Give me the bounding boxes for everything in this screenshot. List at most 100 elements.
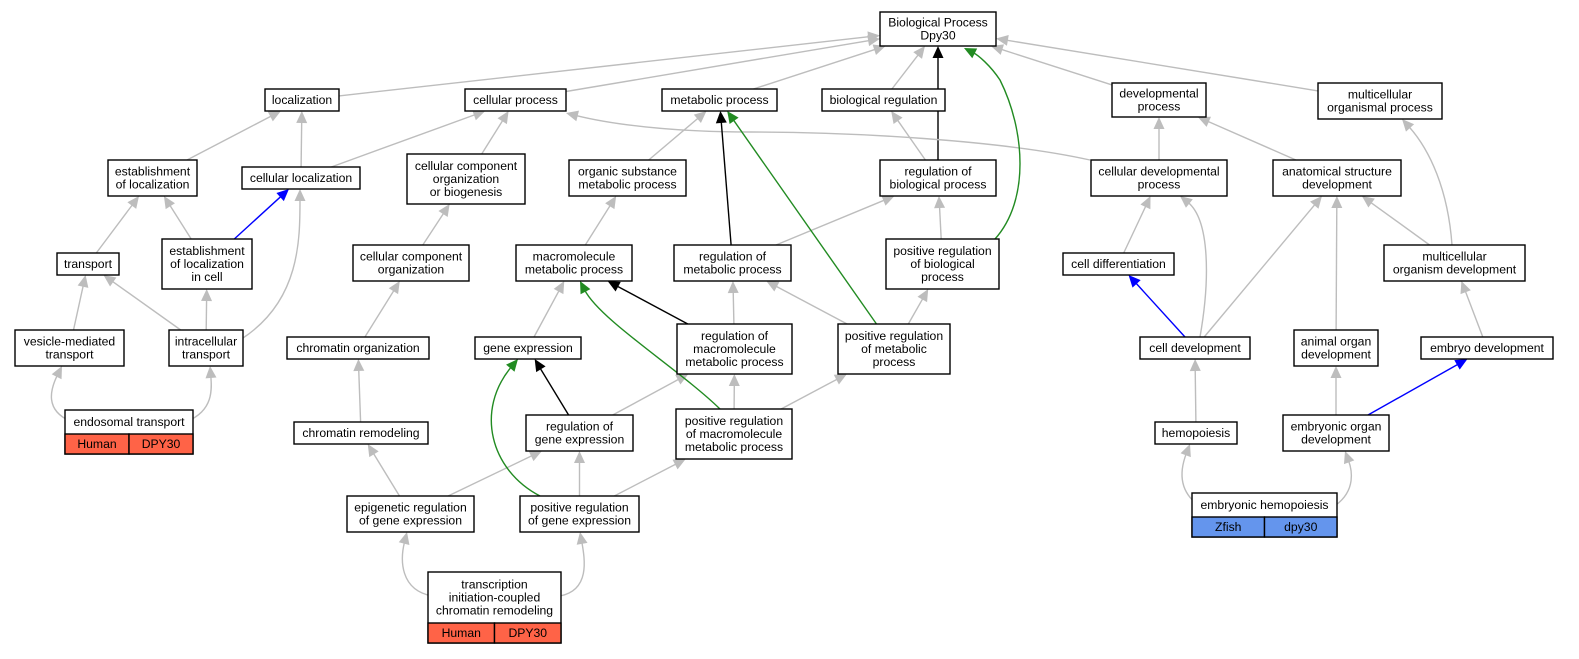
node-label-line: process: [873, 355, 916, 369]
edge-intracellular-transport-to-transport-arrowhead: [103, 275, 117, 287]
edge-positive-regulation-of-macromolecule-metabolic-to-regulation-of-macromolecule-metabolic-arrowhead: [728, 374, 740, 387]
edge-cellular-component-organization-to-cellular-component-org-biogenesis: [422, 204, 450, 246]
gene-label: DPY30: [142, 437, 181, 451]
node-label-line: organismal process: [1327, 101, 1433, 115]
term-box: [1090, 159, 1228, 197]
edge-cellular-component-org-biogenesis-to-cellular-process: [481, 111, 509, 155]
term-box: [352, 244, 470, 282]
edge-embryo-development-to-multicellular-organism-development-arrowhead: [1460, 281, 1471, 295]
node-label-line: intracellular: [175, 335, 237, 349]
edge-positive-regulation-of-biological-to-regulation-of-biological-process-line: [938, 205, 942, 240]
edge-chromatin-remodeling-to-chromatin-organization-arrowhead: [353, 359, 365, 372]
term-box: [676, 323, 793, 375]
term-box: [1062, 252, 1175, 276]
edge-positive-regulation-of-metabolic-to-regulation-of-metabolic-arrowhead: [766, 281, 780, 292]
go-term-cell-differentiation[interactable]: cell differentiation: [1062, 252, 1175, 276]
term-box: [885, 238, 1000, 290]
edge-multicellular-organism-development-to-multicellular-organismal-process-line: [1408, 125, 1453, 246]
term-box: [406, 153, 526, 205]
edge-establishment-of-localization-in-cell-to-establishment-of-localization-arrowhead: [163, 196, 175, 210]
edge-cell-differentiation-to-cellular-developmental-process-arrowhead: [1140, 196, 1151, 210]
species-label: Human: [77, 437, 116, 451]
node-label-line: cell development: [1149, 341, 1241, 355]
term-box: [241, 166, 361, 190]
go-term-cell-development[interactable]: cell development: [1139, 336, 1251, 360]
edge-regulation-of-gene-expression-to-regulation-of-macromolecule-metabolic: [612, 374, 689, 416]
edge-animal-organ-development-to-anatomical-structure-development-line: [1335, 205, 1338, 331]
term-box: [673, 244, 792, 282]
node-label-line: macromolecule: [533, 250, 616, 264]
term-box: [14, 329, 125, 367]
edge-multicellular-organismal-process-to-bp-line: [1005, 39, 1319, 92]
go-term-hemopoiesis[interactable]: hemopoiesis: [1154, 421, 1238, 445]
term-box: [515, 244, 633, 282]
edge-positive-regulation-of-gene-expression-to-positive-regulation-of-macromolecule-metabolic: [613, 459, 686, 497]
node-label-line: multicellular: [1348, 88, 1412, 102]
annotated-term-transcription-initiation[interactable]: transcriptioninitiation-coupledchromatin…: [427, 571, 562, 644]
go-term-transport[interactable]: transport: [56, 252, 120, 276]
go-term-gene-expression[interactable]: gene expression: [474, 336, 582, 360]
edge-epigenetic-regulation-to-chromatin-remodeling: [367, 444, 401, 497]
go-term-cellular-localization[interactable]: cellular localization: [241, 166, 361, 190]
edge-positive-regulation-of-biological-to-regulation-of-biological-process: [934, 196, 946, 240]
edge-positive-regulation-of-metabolic-to-positive-regulation-of-biological: [907, 289, 929, 325]
edge-establishment-of-localization-in-cell-to-establishment-of-localization: [163, 196, 192, 240]
edge-cellular-localization-to-localization: [296, 111, 308, 168]
edge-vesicle-mediated-transport-to-transport-line: [72, 284, 85, 331]
edge-positive-regulation-of-macromolecule-metabolic-to-macromolecule-metabolic-arrowhead: [580, 281, 591, 295]
edge-establishment-of-localization-in-cell-to-cellular-localization-arrowhead: [276, 189, 289, 202]
edge-metabolic-process-to-bp: [753, 44, 886, 90]
edge-regulation-of-macromolecule-metabolic-to-macromolecule-metabolic-line: [616, 285, 689, 325]
edge-macromolecule-metabolic-to-organic-substance-metabolic-arrowhead: [605, 196, 617, 210]
edge-multicellular-organismal-process-to-bp-arrowhead: [996, 34, 1009, 46]
edge-positive-regulation-of-gene-expression-to-regulation-of-gene-expression-arrowhead: [574, 451, 585, 463]
edge-embryo-development-to-multicellular-organism-development: [1460, 281, 1484, 338]
edge-positive-regulation-of-biological-to-bp-arrowhead: [964, 48, 978, 59]
go-term-biological-regulation[interactable]: biological regulation: [821, 88, 946, 112]
term-box: [1139, 336, 1251, 360]
edge-animal-organ-development-to-anatomical-structure-development-arrowhead: [1331, 196, 1343, 209]
edge-positive-regulation-of-macromolecule-metabolic-to-positive-regulation-of-metabolic-line: [780, 378, 839, 410]
term-box: [879, 159, 997, 197]
go-term-chromatin-remodeling[interactable]: chromatin remodeling: [293, 421, 429, 445]
edge-establishment-of-localization-in-cell-to-establishment-of-localization-line: [168, 204, 192, 240]
go-term-embryo-development[interactable]: embryo development: [1420, 336, 1554, 360]
go-term-metabolic-process[interactable]: metabolic process: [661, 88, 778, 112]
node-label-line: of gene expression: [359, 514, 462, 528]
go-term-chromatin-organization[interactable]: chromatin organization: [286, 336, 430, 360]
edge-endosomal-transport-to-intracellular-transport-arrowhead: [205, 366, 217, 379]
edge-transcription-initiation-to-positive-regulation-of-gene-expression-arrowhead: [576, 532, 588, 545]
go-term-localization[interactable]: localization: [264, 88, 340, 112]
go-term-cellular-process[interactable]: cellular process: [464, 88, 567, 112]
term-box: [1383, 244, 1526, 282]
node-label-line: localization: [272, 93, 332, 107]
node-label-line: cellular component: [360, 250, 463, 264]
